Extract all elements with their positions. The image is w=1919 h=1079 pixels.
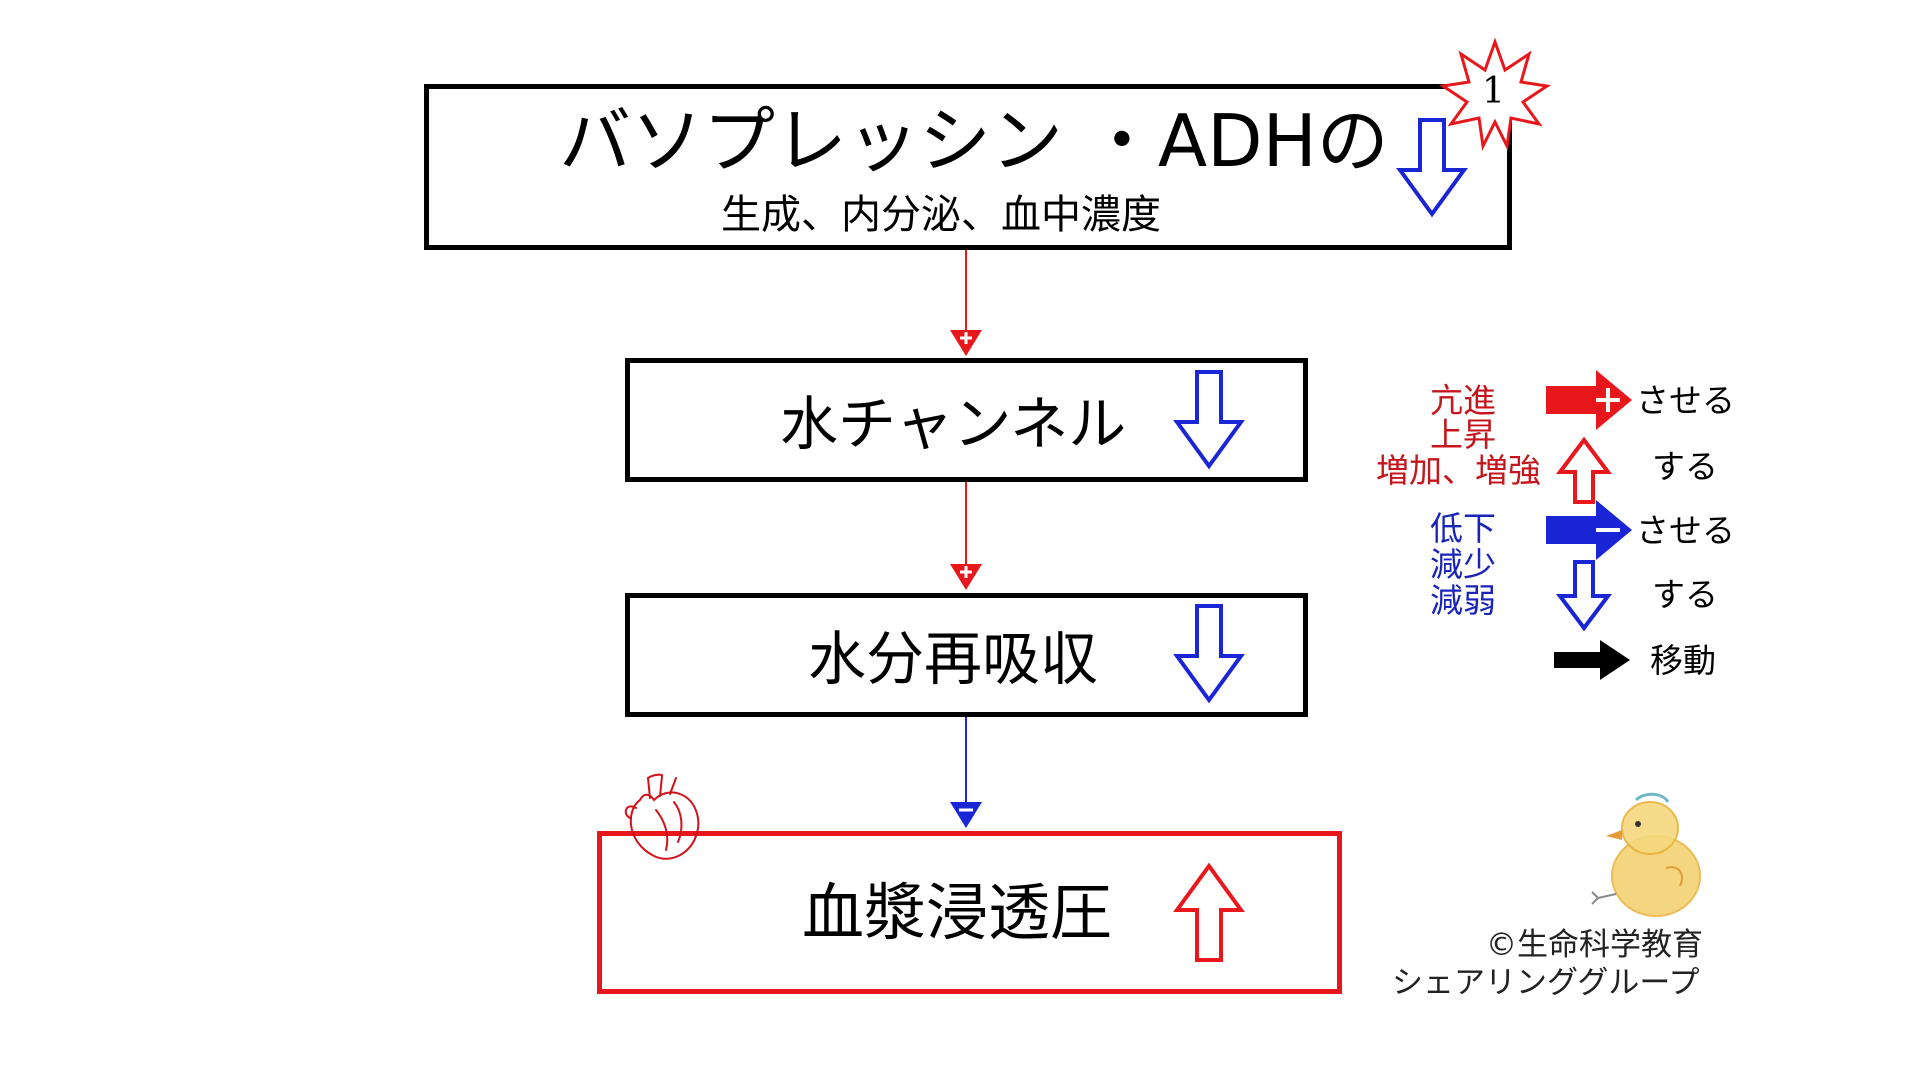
legend-red-up-arrow-icon <box>1556 436 1612 504</box>
connector-aquaporin-to-reabsorption <box>950 482 982 590</box>
connector-adh-to-aquaporin <box>950 250 982 356</box>
legend-blue-down-arrow-icon <box>1556 560 1612 632</box>
legend-blue-term-1: 低下 <box>1430 509 1496 548</box>
legend-red-term-1: 亢進 <box>1430 381 1496 420</box>
down-arrow-icon <box>1173 604 1245 704</box>
osmotic-pressure-title: 血漿浸透圧 <box>802 876 1113 949</box>
legend-blue-term-3: 減弱 <box>1430 581 1496 620</box>
connector-reabsorption-to-osmotic <box>950 717 982 828</box>
legend-blue-suppress-arrow-icon <box>1546 500 1632 560</box>
up-arrow-icon <box>1173 862 1245 962</box>
copyright-line-1: ©生命科学教育 <box>1486 927 1703 963</box>
badge-number: 1 <box>1482 71 1505 112</box>
aquaporin-title: 水チャンネル <box>780 390 1127 458</box>
badge-starburst-icon <box>1438 37 1552 151</box>
adh-box: バソプレッシン ・ADHの 生成、内分泌、血中濃度 <box>424 84 1512 250</box>
down-arrow-icon <box>1173 370 1245 470</box>
down-arrow-icon <box>1396 118 1468 218</box>
copyright-line-2: シェアリンググループ <box>1392 965 1700 1001</box>
legend-red-promote-arrow-icon <box>1546 370 1632 430</box>
legend-blue-effect: させる <box>1636 511 1735 550</box>
legend-move-arrow-icon <box>1554 640 1630 680</box>
legend-red-state: する <box>1652 447 1718 486</box>
adh-subtitle: 生成、内分泌、血中濃度 <box>721 192 1161 238</box>
legend-red-term-3: 増加、増強 <box>1376 451 1541 490</box>
legend-red-effect: させる <box>1636 381 1735 420</box>
legend-blue-term-2: 減少 <box>1430 545 1496 584</box>
legend-move: 移動 <box>1650 641 1716 680</box>
adh-title: バソプレッシン ・ADHの <box>559 99 1389 183</box>
reabsorption-title: 水分再吸収 <box>808 625 1099 693</box>
legend-red-term-2: 上昇 <box>1430 415 1496 454</box>
chick-mascot-icon <box>1591 792 1701 917</box>
heart-icon <box>624 773 700 860</box>
legend-blue-state: する <box>1652 575 1718 614</box>
